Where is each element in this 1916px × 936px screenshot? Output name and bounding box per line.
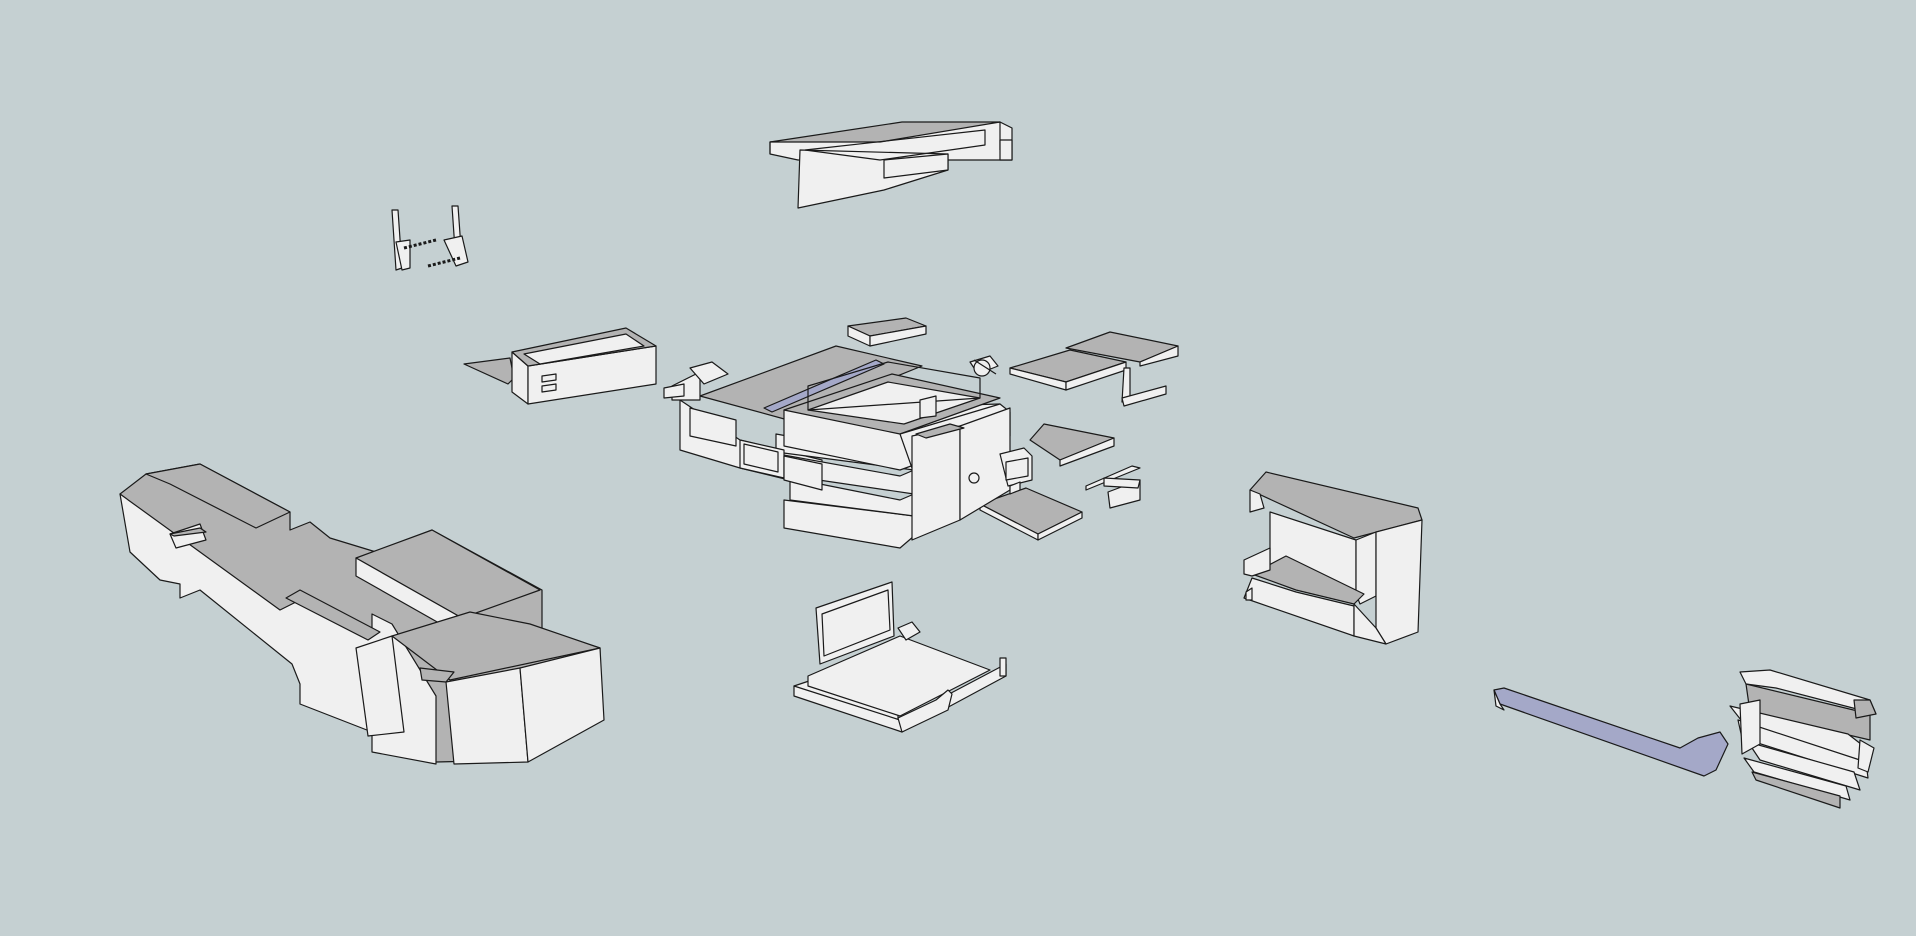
lever-gear-part[interactable] bbox=[1493, 669, 1877, 809]
chip-part[interactable] bbox=[847, 317, 927, 347]
clip-pins-part[interactable] bbox=[391, 205, 469, 271]
small-box-part[interactable] bbox=[463, 327, 657, 405]
bottom-frame-part[interactable] bbox=[793, 581, 1007, 733]
connector-part[interactable] bbox=[969, 355, 999, 377]
central-assembly-part[interactable] bbox=[663, 345, 1033, 549]
side-plates-part[interactable] bbox=[979, 331, 1179, 541]
side-housing-part[interactable] bbox=[1243, 471, 1423, 645]
top-frame-part[interactable] bbox=[769, 121, 1013, 209]
large-block-part[interactable] bbox=[119, 463, 605, 765]
